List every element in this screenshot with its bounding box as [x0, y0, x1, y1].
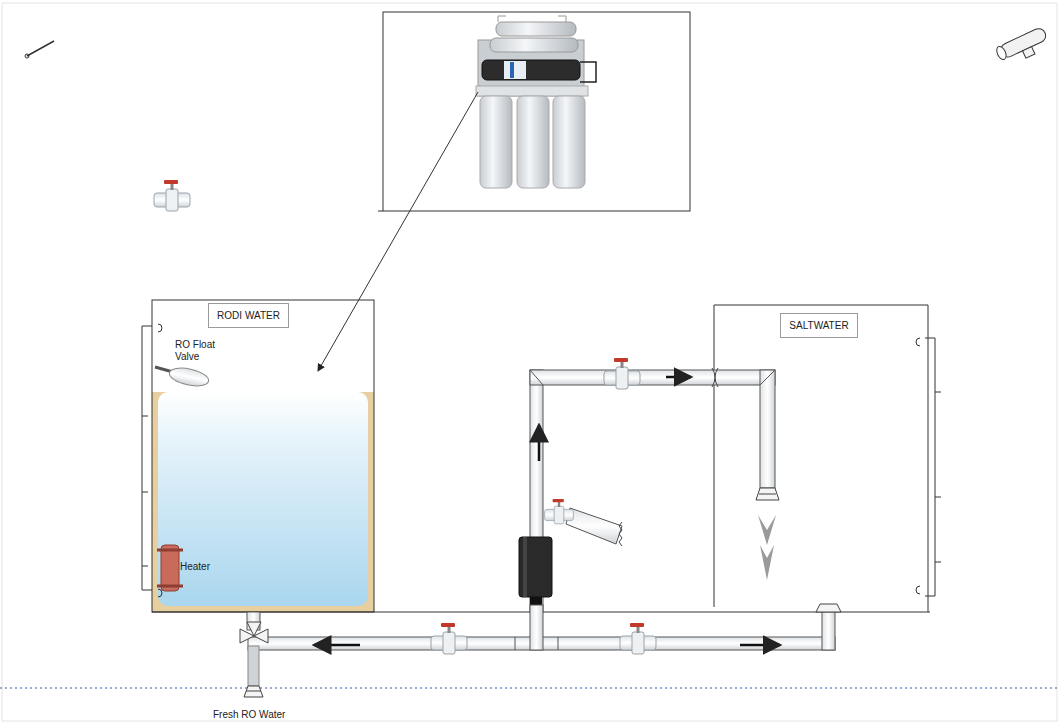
part-label: Heater	[180, 561, 210, 573]
tank-label-box: RODI WATER	[208, 303, 289, 328]
part-label: Fresh RO Water	[213, 709, 285, 721]
tank-label-box: SALTWATER	[780, 313, 858, 338]
tank-label: SALTWATER	[789, 320, 848, 332]
tank-label: RODI WATER	[217, 310, 280, 322]
part-label: RO Float Valve	[175, 339, 223, 363]
